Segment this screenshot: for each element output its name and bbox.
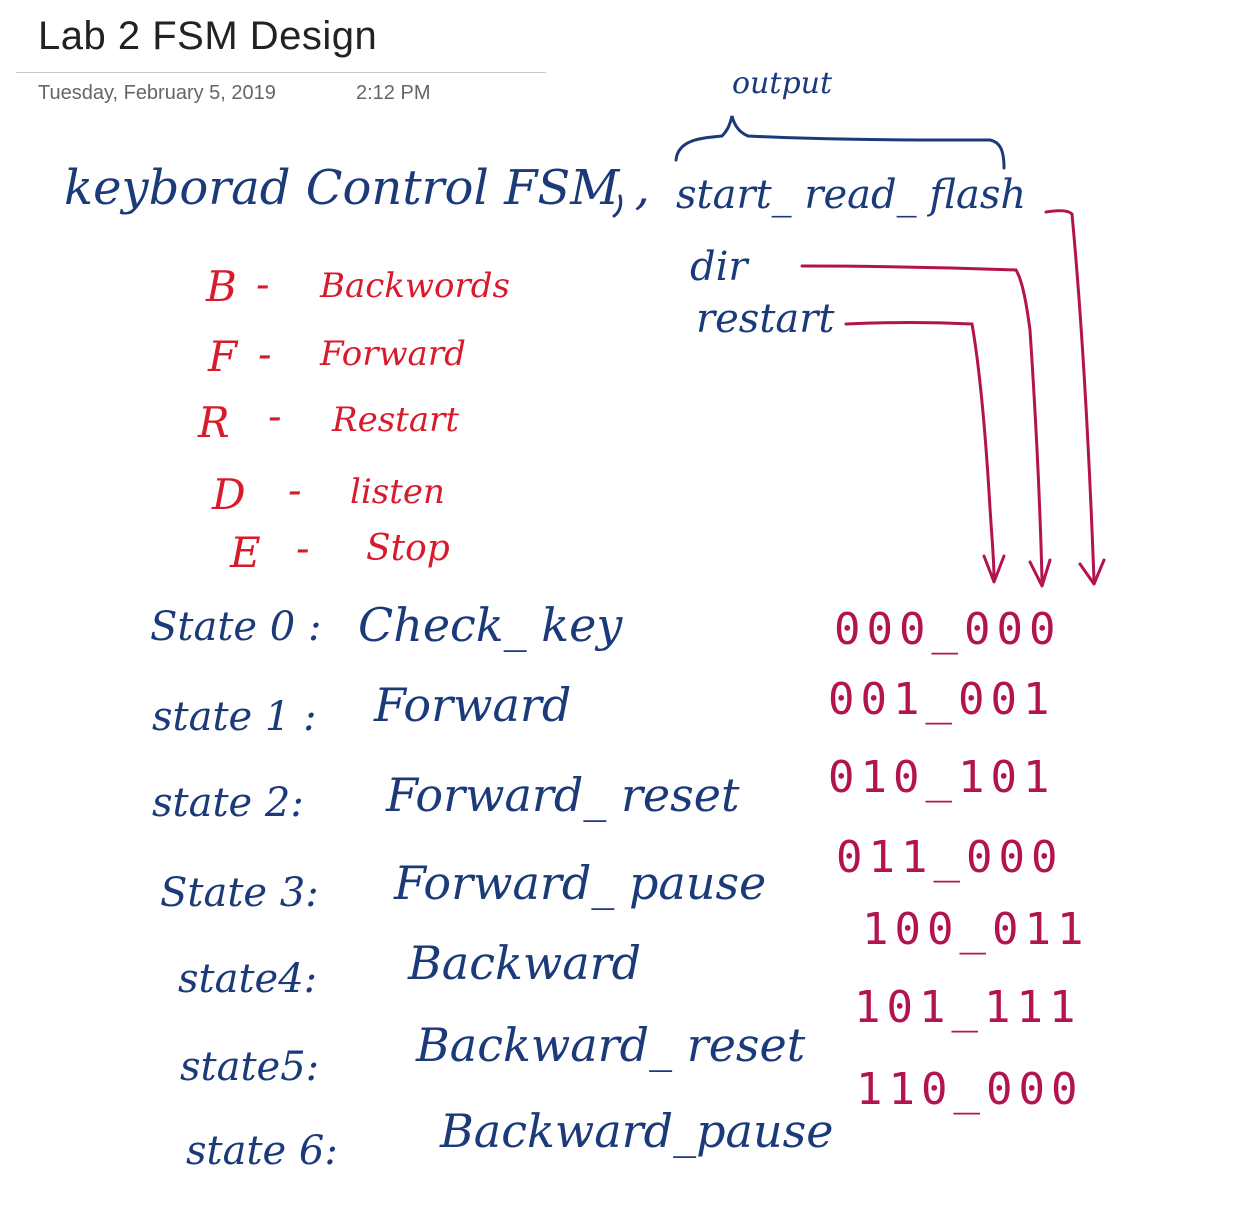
key-letter: F: [208, 332, 238, 381]
title-divider: [16, 72, 546, 73]
key-action: Backwords: [320, 266, 510, 306]
output-brace: [674, 115, 1006, 170]
flash-arrowhead: [1078, 558, 1106, 586]
dir-arrowhead: [1028, 558, 1052, 588]
state-label: state4:: [178, 956, 318, 1002]
page-date: Tuesday, February 5, 2019: [38, 82, 276, 104]
output-dir: dir: [690, 244, 748, 290]
state-name: Check_ key: [358, 598, 623, 652]
output-start-read-flash: start_ read_ flash: [676, 172, 1027, 218]
state-code: 011_000: [836, 832, 1064, 883]
key-separator: -: [268, 394, 282, 440]
state-name: Backward_ reset: [416, 1018, 806, 1072]
fsm-heading: keyborad Control FSM ,: [64, 160, 650, 216]
state-label: State 3:: [160, 870, 319, 916]
page-time: 2:12 PM: [356, 82, 431, 104]
key-action: Restart: [332, 400, 460, 440]
key-letter: R: [198, 398, 230, 447]
key-letter: D: [212, 470, 246, 519]
state-label: State 0 :: [150, 604, 322, 650]
key-letter: B: [206, 262, 237, 311]
state-label: state 6:: [186, 1128, 338, 1174]
key-separator: -: [258, 332, 272, 378]
page-title: Lab 2 FSM Design: [38, 14, 378, 58]
heading-comma-mark: [612, 194, 623, 218]
dir-arrow-line: [800, 264, 1044, 582]
state-name: Forward: [374, 678, 572, 732]
state-label: state5:: [180, 1044, 320, 1090]
key-action: Stop: [366, 528, 450, 569]
state-name: Forward_ reset: [386, 768, 740, 822]
key-separator: -: [256, 262, 270, 308]
output-label: output: [732, 66, 833, 101]
key-letter: E: [230, 528, 261, 577]
state-code: 100_011: [862, 904, 1090, 955]
restart-arrow-line: [844, 321, 996, 580]
state-code: 001_001: [828, 674, 1056, 725]
state-name: Forward_ pause: [394, 856, 767, 910]
state-code: 010_101: [828, 752, 1056, 803]
state-label: state 2:: [152, 780, 304, 826]
state-code: 110_000: [856, 1064, 1084, 1115]
key-action: listen: [350, 472, 445, 512]
state-label: state 1 :: [152, 694, 317, 740]
state-code: 000_000: [834, 604, 1062, 655]
state-code: 101_111: [854, 982, 1082, 1033]
restart-arrowhead: [982, 554, 1006, 584]
state-name: Backward: [408, 936, 642, 990]
key-separator: -: [296, 526, 310, 572]
flash-arrow-line: [1044, 209, 1096, 582]
key-separator: -: [288, 468, 302, 514]
state-name: Backward_pause: [440, 1104, 834, 1158]
key-action: Forward: [320, 334, 466, 374]
output-restart: restart: [696, 296, 835, 342]
